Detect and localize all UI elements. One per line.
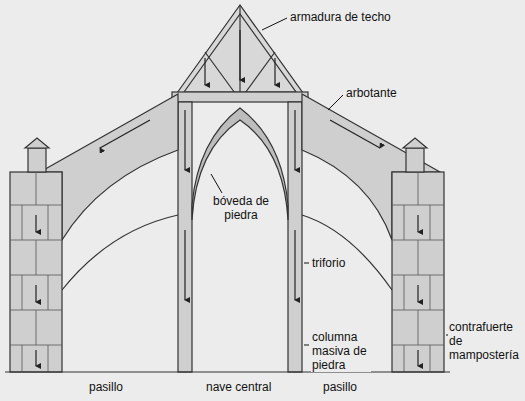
roof-truss <box>172 5 308 100</box>
part-label: pasillo <box>88 380 124 394</box>
part-label: nave central <box>205 380 272 394</box>
part-label: triforio <box>311 256 346 270</box>
part-label: arbotante <box>345 86 398 100</box>
leader-line <box>211 18 449 345</box>
masonry-buttress <box>10 172 62 372</box>
part-label: pasillo <box>322 380 358 394</box>
stone-column <box>178 102 192 372</box>
force-arrow <box>36 30 418 366</box>
part-label: contrafuerte de mampostería <box>448 320 522 362</box>
stone-column <box>288 102 302 372</box>
part-label: columna masiva de piedra <box>311 330 371 372</box>
brick-pattern <box>10 172 444 372</box>
tie-beam <box>172 92 308 102</box>
masonry-buttress <box>392 172 444 372</box>
part-label: armadura de techo <box>289 10 392 24</box>
part-label: bóveda de piedra <box>206 194 276 222</box>
